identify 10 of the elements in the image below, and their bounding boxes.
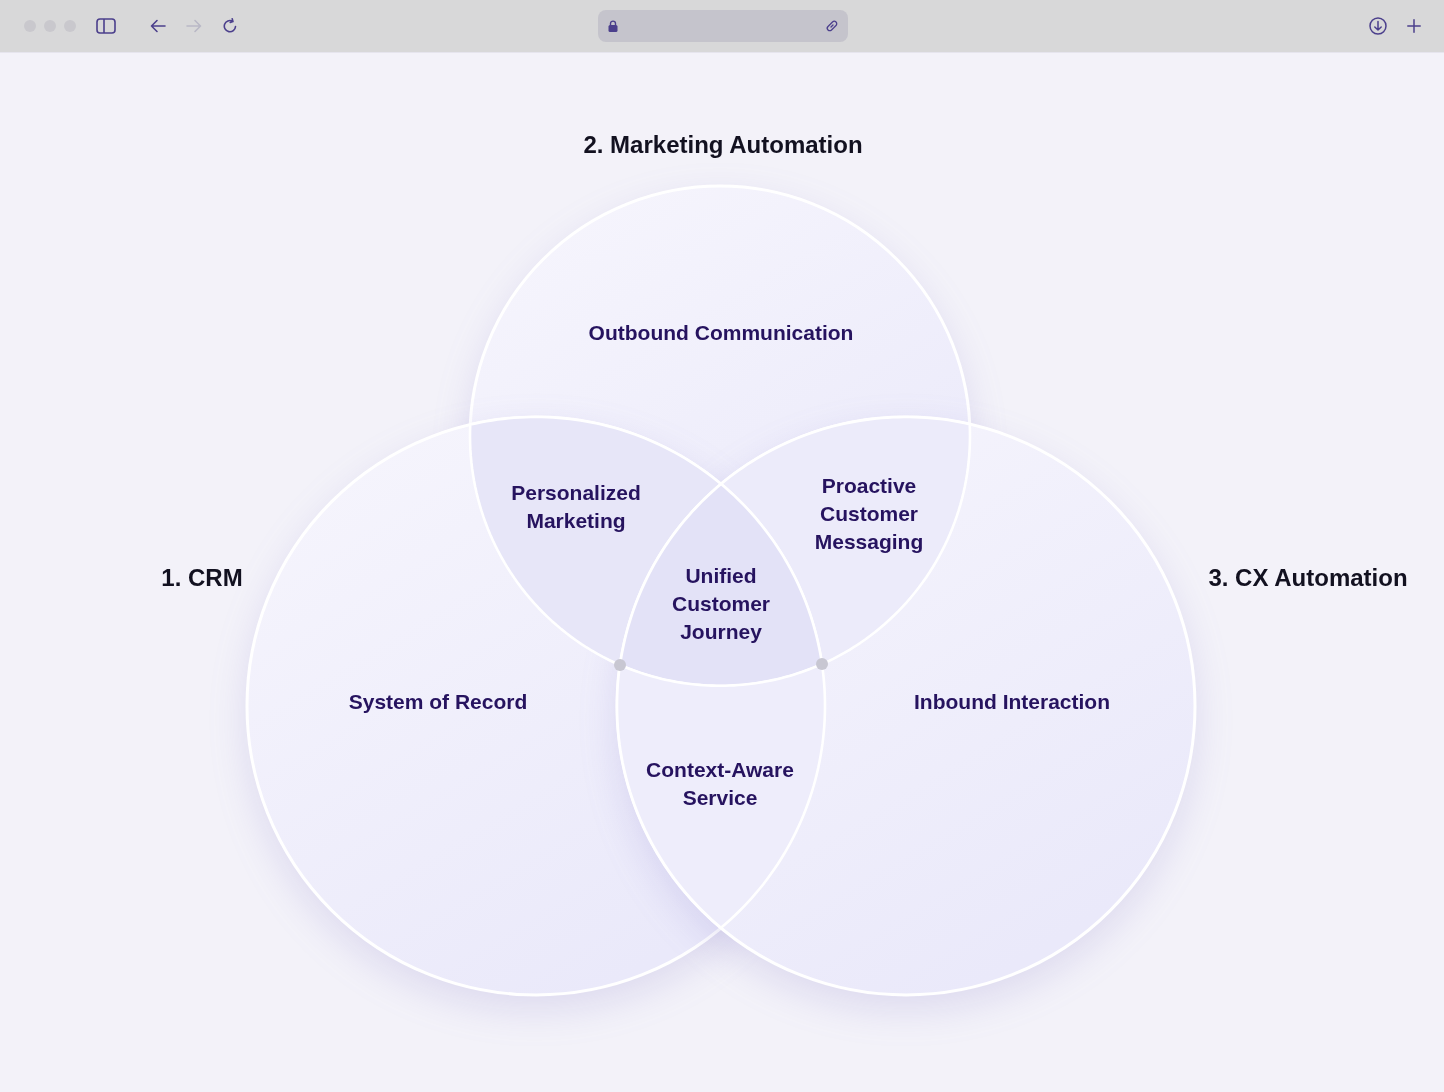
region-label: Inbound Interaction [914, 689, 1110, 715]
region-label: Personalized Marketing [510, 480, 642, 534]
region-label: Unified Customer Journey [671, 563, 771, 645]
region-label: Context-Aware Service [645, 757, 795, 811]
region-label: Outbound Communication [588, 320, 854, 346]
region-label: System of Record [348, 689, 528, 715]
region-label: Proactive Customer Messaging [813, 473, 925, 555]
circle-title: 3. CX Automation [1208, 563, 1408, 593]
circle-title: 2. Marketing Automation [583, 130, 863, 160]
circle-title: 1. CRM [161, 563, 243, 593]
